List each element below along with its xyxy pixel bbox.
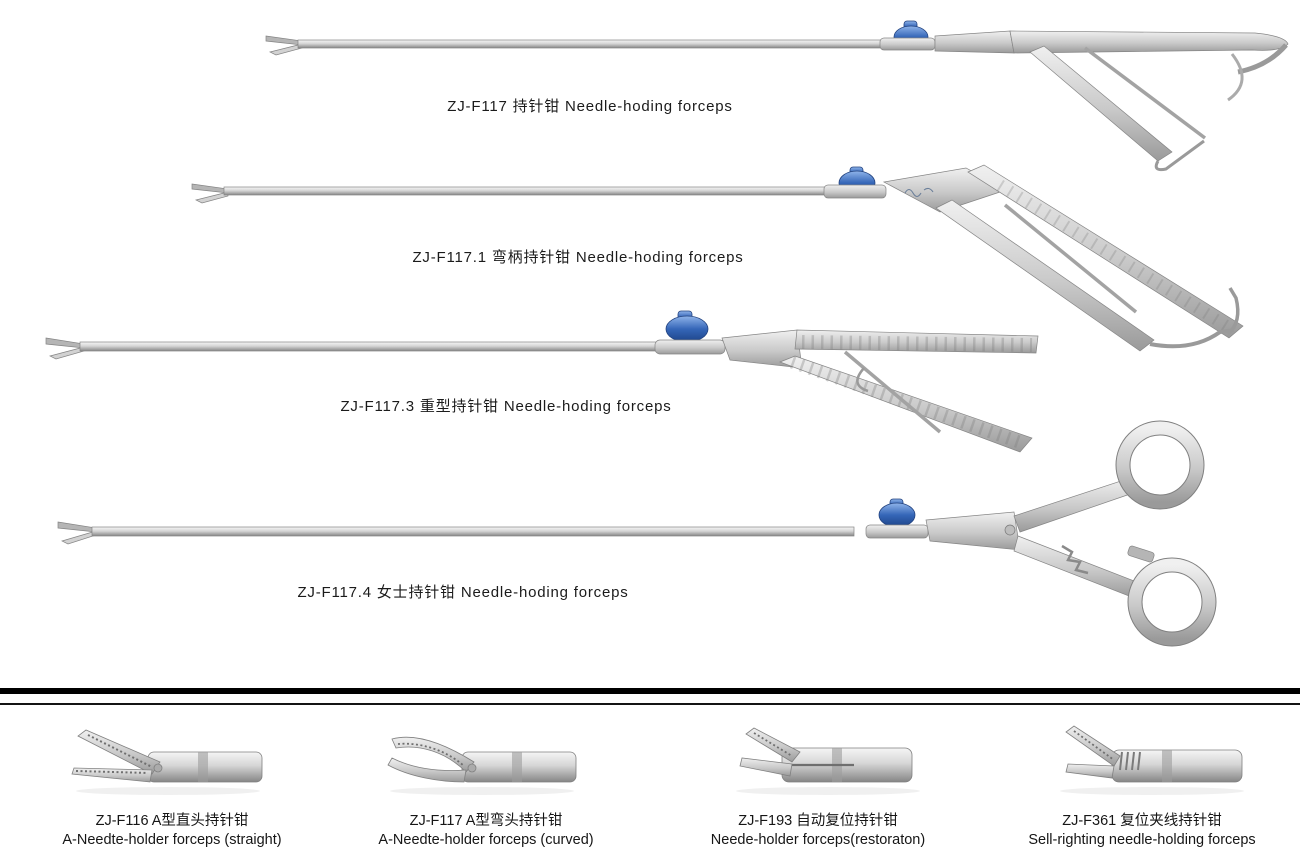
ratchet-bar: [1226, 287, 1240, 336]
finger-ring-upper: [1116, 421, 1204, 509]
fixed-handle: [967, 164, 1244, 339]
tip-caption-1-model: ZJ-F116 A型直头持针钳: [95, 813, 249, 829]
collar: [823, 184, 887, 199]
upper-jaw: [77, 729, 161, 775]
rotation-knob: [878, 498, 916, 528]
finger-ring-lower: [1128, 558, 1216, 646]
lower-jaw: [1065, 763, 1115, 779]
tip-caption-4: ZJ-F361 复位夹线持针钳 Sell-righting needle-hol…: [968, 812, 1300, 850]
ratchet-screw: [1127, 545, 1155, 563]
tip-image-zj-f116: [71, 729, 263, 795]
tip-caption-2-desc: A-Needte-holder forceps (curved): [378, 832, 594, 848]
collar: [879, 37, 936, 51]
lower-jaw: [71, 767, 153, 783]
rotation-knob: [665, 310, 709, 343]
jaw-tip: [265, 35, 303, 46]
instrument-image-zj-f117-3: [45, 310, 1039, 453]
instrument-image-zj-f117-4: [57, 420, 1217, 647]
handle-spring: [1227, 53, 1244, 102]
jaw-hinge: [467, 763, 477, 773]
shaft: [297, 39, 899, 49]
section-divider-thick: [0, 688, 1300, 694]
handle-rod: [1003, 203, 1138, 314]
jaw-tip: [49, 346, 85, 360]
jaw-tip: [268, 43, 303, 56]
tip-collar: [1162, 750, 1172, 782]
jaw-serration: [87, 734, 153, 768]
tip-caption-1: ZJ-F116 A型直头持针钳 A-Needte-holder forceps …: [12, 812, 332, 850]
handle-rod: [843, 350, 942, 434]
handle-lever: [1029, 45, 1173, 162]
jaw-tip: [194, 191, 229, 204]
pivot-screw: [1004, 524, 1016, 536]
jaw-serration: [397, 742, 465, 767]
handle-spring: [856, 367, 869, 393]
tip-caption-3: ZJ-F193 自动复位持针钳 Neede-holder forceps(res…: [658, 812, 978, 850]
handle-knurl: [996, 179, 1232, 333]
jaw-serration: [1073, 730, 1115, 761]
collar: [654, 339, 726, 355]
spring-coil: [1119, 751, 1141, 771]
shaft: [223, 186, 827, 196]
lower-jaw: [739, 757, 793, 777]
upper-jaw: [1065, 725, 1121, 767]
lower-jaw: [387, 757, 467, 783]
tip-caption-4-model: ZJ-F361 复位夹线持针钳: [1062, 813, 1222, 829]
jaw-tip: [61, 530, 97, 545]
upper-shank: [1013, 477, 1137, 533]
instrument-caption-1: ZJ-F117 持针钳 Needle-hoding forceps: [447, 98, 733, 115]
handle-rod: [1083, 46, 1207, 140]
jaw-tip: [57, 521, 97, 533]
instrument-image-zj-f117: [265, 20, 1289, 172]
movable-handle: [935, 199, 1155, 352]
upper-grip: [794, 329, 1039, 354]
tip-caption-4-desc: Sell-righting needle-holding forceps: [1028, 832, 1256, 848]
instrument-caption-4: ZJ-F117.4 女士持针钳 Needle-hoding forceps: [297, 584, 629, 601]
tip-collar: [198, 752, 208, 782]
tip-image-zj-f361: [1060, 725, 1244, 795]
upper-jaw: [745, 727, 801, 763]
section-divider-thin: [0, 703, 1300, 705]
ratchet: [1149, 328, 1235, 349]
shaft: [91, 526, 855, 537]
tip-collar: [512, 752, 522, 782]
upper-jaw: [391, 736, 475, 773]
instrument-caption-3: ZJ-F117.3 重型持针钳 Needle-hoding forceps: [340, 398, 672, 415]
handle-body: [934, 30, 1015, 54]
collar: [865, 524, 929, 539]
jaw-serration: [753, 732, 793, 757]
tip-caption-3-desc: Neede-holder forceps(restoraton): [710, 832, 926, 848]
tip-image-zj-f117-curved: [387, 736, 577, 795]
handle-link: [1154, 139, 1205, 172]
tip-caption-2: ZJ-F117 A型弯头持针钳 A-Needte-holder forceps …: [326, 812, 646, 850]
handle-arm: [1009, 30, 1289, 54]
jaw-tip: [191, 183, 229, 194]
ratchet-teeth: [1061, 544, 1089, 575]
tip-caption-3-model: ZJ-F193 自动复位持针钳: [738, 813, 898, 829]
tip-image-zj-f193: [736, 727, 920, 795]
tip-caption-1-desc: A-Needte-holder forceps (straight): [62, 832, 282, 848]
instrument-caption-2: ZJ-F117.1 弯柄持针钳 Needle-hoding forceps: [412, 249, 744, 266]
jaw-serration: [75, 770, 149, 774]
shaft: [79, 341, 671, 352]
jaw-hinge: [153, 763, 163, 773]
handle-hook: [1237, 43, 1288, 75]
tip-caption-2-model: ZJ-F117 A型弯头持针钳: [409, 813, 563, 829]
instrument-image-zj-f117-1: [191, 164, 1244, 352]
upper-grip-knurl: [801, 335, 1033, 352]
jaw-tip: [45, 337, 85, 349]
brand-mark: [904, 187, 934, 198]
